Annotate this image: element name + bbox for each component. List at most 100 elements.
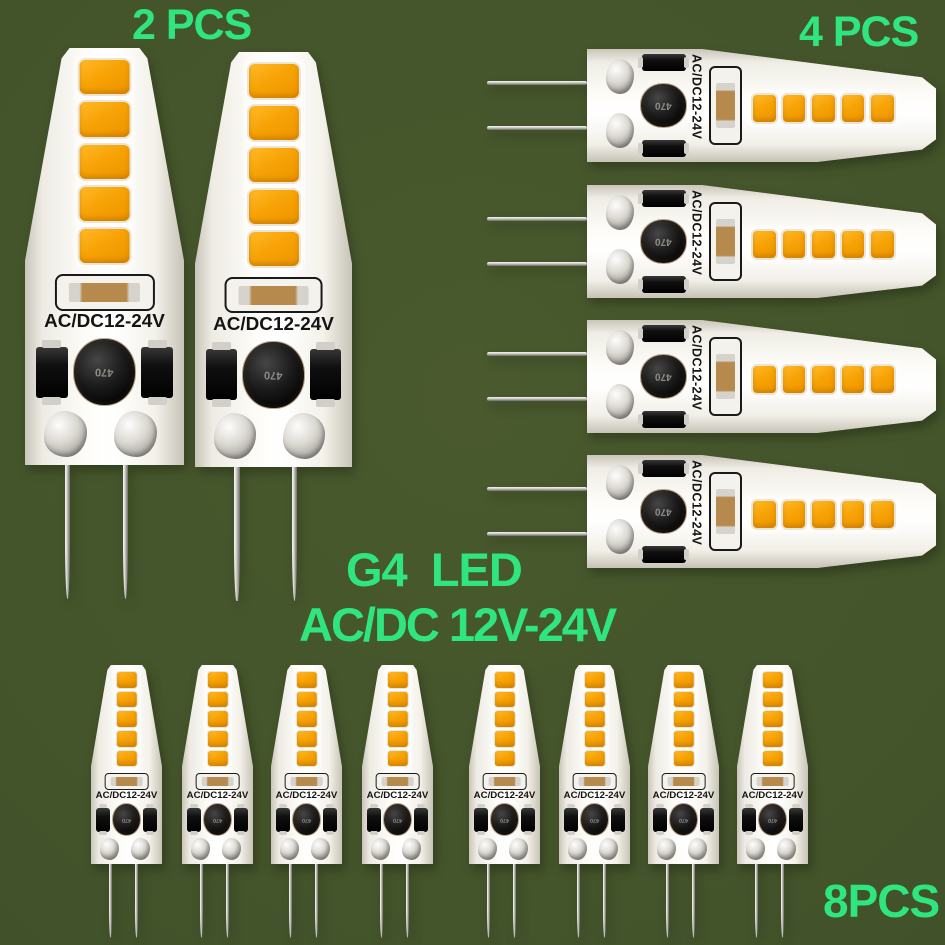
capacitor-bracket [572,772,617,791]
driver-components: 470 [36,338,173,407]
led-chip [115,690,138,709]
led-chip [583,730,606,748]
bulb-silicone-body: AC/DC12-24V 470 [362,665,433,864]
solder-joints [362,838,433,860]
bulb-silicone-body: AC/DC12-24V 470 [559,665,630,864]
led-chip [780,363,808,395]
solder-joints [648,838,719,860]
smd-diode [638,53,689,72]
smd-capacitor [716,218,736,264]
smd-diode [366,804,381,836]
g4-led-bulb-vertical: AC/DC12-24V 470 [737,665,808,938]
product-title-voltage: AC/DC 12V-24V [299,598,617,651]
smd-diode [611,804,626,836]
pack-count-label-4pcs: 4 PCS [799,8,919,56]
driver-components: 470 [638,53,689,158]
voltage-marking: AC/DC12-24V [741,790,804,801]
inductor: 470 [669,803,698,836]
solder-blob [606,465,635,501]
smd-capacitor [716,353,736,399]
led-chip [672,730,695,748]
led-chip [206,730,229,748]
bulb-silicone-body: AC/DC12-24V 470 [469,665,540,864]
g4-led-bulb-vertical: AC/DC12-24V 470 [182,665,253,938]
inductor-marking: 470 [589,816,600,823]
g4-led-bulb-horizontal: 470 AC/DC12-24V [487,49,936,162]
solder-blob [221,838,241,860]
led-chip [115,749,138,768]
led-chip [493,690,516,709]
voltage-marking: AC/DC12-24V [689,459,704,545]
inductor: 470 [243,341,304,408]
led-strip [293,668,320,770]
led-chip [386,730,409,748]
smd-capacitor [667,777,700,787]
solder-blob [606,59,635,95]
inductor-marking: 470 [392,816,403,823]
led-chip [493,730,516,748]
smd-capacitor [68,282,141,302]
solder-blob [567,838,587,860]
bulb-silicone-body: AC/DC12-24V 470 [195,52,352,467]
solder-blob [213,413,257,459]
led-chip [493,749,516,768]
solder-blob [606,330,635,366]
smd-diode [789,804,804,836]
g4-pin [691,864,696,938]
g4-led-bulb-vertical: AC/DC12-24V 470 [648,665,719,938]
capacitor-bracket [709,471,743,552]
solder-blob [606,384,635,420]
solder-blob [745,838,765,860]
led-chip [751,498,778,530]
led-chip [672,690,695,709]
capacitor-bracket [375,772,420,791]
smd-diode [700,804,715,836]
driver-components: 470 [741,803,804,836]
smd-diode [741,804,756,836]
smd-diode [638,410,689,429]
smd-diode [473,804,488,836]
solder-joints [737,838,808,860]
smd-diode [275,804,290,836]
driver-components: 470 [95,803,158,836]
led-chip [672,710,695,729]
bulb-silicone-body: AC/DC12-24V 470 [648,665,719,864]
bulb-silicone-body: AC/DC12-24V 470 [91,665,162,864]
led-chip [751,228,778,260]
smd-diode [638,324,689,343]
solder-blob [477,838,497,860]
led-chip [583,749,606,768]
solder-blob [282,413,326,459]
inductor-marking: 470 [121,816,132,823]
led-chip [780,92,808,124]
solder-blob [401,838,421,860]
g4-led-bulb-vertical: AC/DC12-24V 470 [195,52,352,601]
g4-pin [379,864,384,938]
capacitor-bracket [709,336,743,417]
led-chip [295,710,318,729]
led-chip [583,670,606,689]
smd-capacitor [756,777,789,787]
led-chip [761,690,784,709]
bulb-silicone-body: AC/DC12-24V 470 [271,665,342,864]
solder-joints [25,410,184,457]
g4-pin [134,864,139,938]
smd-capacitor [716,488,736,534]
capacitor-bracket [482,772,527,791]
led-chip [115,730,138,748]
inductor: 470 [641,220,687,263]
bulb-silicone-body: AC/DC12-24V 470 [25,48,184,465]
driver-components: 470 [366,803,429,836]
led-chip [761,730,784,748]
pack-count-label-8pcs: 8PCS [823,875,940,927]
driver-components: 470 [205,340,342,408]
g4-led-bulb-vertical: AC/DC12-24V 470 [559,665,630,938]
inductor: 470 [580,803,609,836]
led-chip [206,690,229,709]
led-chip [583,690,606,709]
led-chip [295,670,318,689]
solder-joints [182,838,253,860]
smd-capacitor [716,82,736,128]
smd-diode [638,189,689,208]
